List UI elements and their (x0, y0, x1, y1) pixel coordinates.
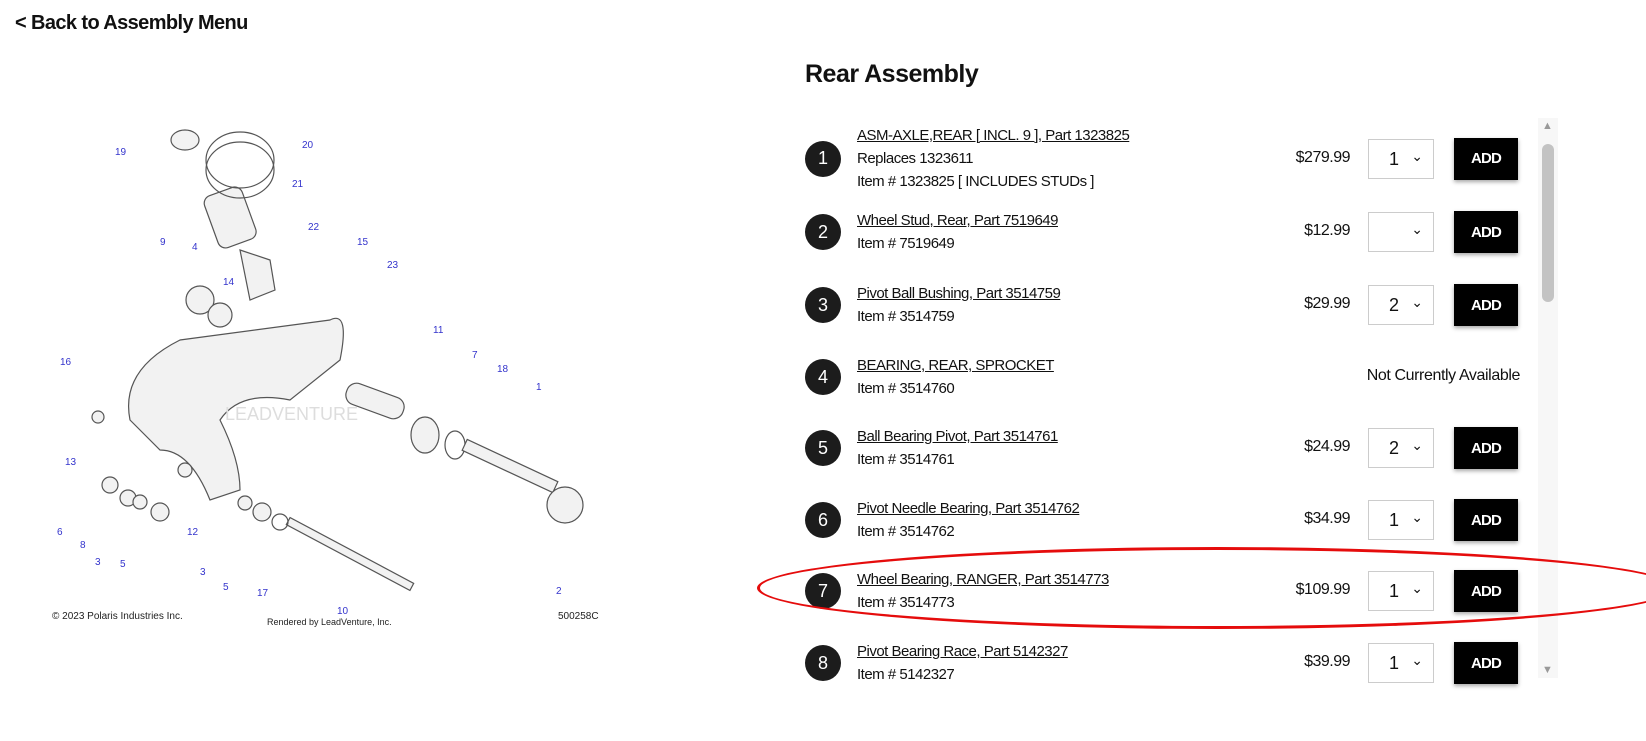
chevron-down-icon: ⌄ (1411, 437, 1423, 453)
callout-label: 8 (80, 540, 86, 551)
chevron-down-icon: ⌄ (1411, 221, 1423, 237)
quantity-value: 2 (1389, 295, 1400, 315)
quantity-select[interactable]: 1⌄ (1368, 571, 1434, 611)
part-price: $29.99 (1304, 295, 1350, 312)
item-number: Item # 1323825 [ INCLUDES STUDs ] (857, 173, 1094, 190)
callout-label: 22 (308, 222, 320, 233)
replaces-text: Replaces 1323611 (857, 150, 973, 167)
item-number: Item # 3514773 (857, 594, 955, 611)
quantity-value: 1 (1389, 510, 1400, 530)
item-number: Item # 3514761 (857, 451, 955, 468)
add-to-cart-button[interactable]: ADD (1454, 284, 1518, 326)
part-number-badge: 2 (805, 214, 841, 250)
scroll-up-icon[interactable]: ▲ (1542, 120, 1553, 132)
part-number-badge: 1 (805, 140, 841, 177)
part-price: $109.99 (1295, 581, 1351, 598)
availability-status: Not Currently Available (1366, 367, 1521, 384)
part-name-link[interactable]: BEARING, REAR, SPROCKET (857, 357, 1054, 374)
part-number-badge: 7 (805, 573, 841, 609)
part-price: $24.99 (1304, 438, 1350, 455)
add-to-cart-button[interactable]: ADD (1454, 642, 1518, 684)
part-price: $279.99 (1295, 148, 1351, 166)
add-to-cart-button[interactable]: ADD (1454, 137, 1518, 180)
quantity-select[interactable]: 1⌄ (1368, 500, 1434, 540)
quantity-value: 1 (1389, 653, 1400, 673)
item-number: Item # 3514760 (857, 380, 955, 397)
callout-label: 18 (497, 364, 509, 375)
callout-label: 6 (57, 527, 63, 538)
chevron-down-icon: ⌄ (1411, 652, 1423, 668)
callout-label: 16 (60, 357, 72, 368)
part-number-badge: 8 (805, 645, 841, 681)
add-to-cart-button[interactable]: ADD (1454, 211, 1518, 253)
scrollbar[interactable]: ▲ ▼ (1538, 118, 1558, 678)
quantity-value: 2 (1389, 438, 1400, 458)
item-number: Item # 5142327 (857, 666, 955, 683)
part-price: $39.99 (1304, 653, 1350, 670)
callout-label: 4 (192, 242, 198, 253)
callout-label: 5 (120, 559, 126, 570)
part-number-badge: 3 (805, 287, 841, 323)
chevron-down-icon: ⌄ (1411, 294, 1423, 310)
chevron-down-icon: ⌄ (1411, 509, 1423, 525)
quantity-select[interactable]: 1⌄ (1368, 138, 1434, 179)
part-name-link[interactable]: Pivot Needle Bearing, Part 3514762 (857, 500, 1080, 517)
part-name-link[interactable]: Ball Bearing Pivot, Part 3514761 (857, 428, 1058, 445)
diagram-code: 500258C (558, 611, 599, 622)
quantity-select[interactable]: ⌄ (1368, 212, 1434, 252)
callout-label: 10 (337, 606, 349, 617)
part-name-link[interactable]: Wheel Stud, Rear, Part 7519649 (857, 212, 1058, 229)
item-number: Item # 3514762 (857, 523, 955, 540)
part-price: $34.99 (1304, 510, 1350, 527)
callout-label: 20 (302, 140, 314, 151)
callout-label: 2 (556, 586, 562, 597)
part-number-badge: 4 (805, 359, 841, 395)
watermark: LEADVENTURE (225, 404, 358, 424)
rendered-by-text: Rendered by LeadVenture, Inc. (267, 617, 392, 627)
callout-label: 12 (187, 527, 199, 538)
back-to-assembly-menu-link[interactable]: < Back to Assembly Menu (15, 12, 248, 34)
swingarm-shape (128, 317, 344, 501)
callout-label: 7 (472, 350, 478, 361)
callout-label: 1 (536, 382, 542, 393)
callout-label: 5 (223, 582, 229, 593)
part-name-link[interactable]: Pivot Ball Bushing, Part 3514759 (857, 285, 1061, 302)
callout-label: 13 (65, 457, 77, 468)
part-name-link[interactable]: ASM-AXLE,REAR [ INCL. 9 ], Part 1323825 (857, 127, 1130, 144)
callout-label: 17 (257, 588, 269, 599)
scroll-down-icon[interactable]: ▼ (1542, 664, 1553, 676)
add-to-cart-button[interactable]: ADD (1454, 499, 1518, 541)
quantity-value: 1 (1389, 148, 1400, 169)
callout-label: 11 (433, 325, 444, 336)
part-number-badge: 5 (805, 430, 841, 466)
callout-label: 23 (387, 260, 399, 271)
item-number: Item # 7519649 (857, 235, 955, 252)
part-price: $12.99 (1304, 222, 1350, 239)
callout-label: 14 (223, 277, 235, 288)
callout-label: 3 (95, 557, 101, 568)
assembly-title: Rear Assembly (805, 60, 979, 88)
chevron-down-icon: ⌄ (1411, 580, 1423, 596)
quantity-select[interactable]: 2⌄ (1368, 285, 1434, 325)
scrollbar-thumb[interactable] (1542, 144, 1554, 302)
item-number: Item # 3514759 (857, 308, 955, 325)
parts-list: 1 ASM-AXLE,REAR [ INCL. 9 ], Part 132382… (805, 112, 1525, 741)
callout-label: 9 (160, 237, 166, 248)
callout-label: 21 (292, 179, 304, 190)
quantity-value: 1 (1389, 581, 1400, 601)
part-name-link[interactable]: Wheel Bearing, RANGER, Part 3514773 (857, 571, 1109, 588)
callout-label: 19 (115, 147, 127, 158)
part-number-badge: 6 (805, 502, 841, 538)
quantity-select[interactable]: 2⌄ (1368, 428, 1434, 468)
copyright-text: © 2023 Polaris Industries Inc. (52, 611, 183, 622)
callout-label: 3 (200, 567, 206, 578)
chevron-down-icon: ⌄ (1411, 147, 1423, 164)
quantity-select[interactable]: 1⌄ (1368, 643, 1434, 683)
add-to-cart-button[interactable]: ADD (1454, 570, 1518, 612)
callout-label: 15 (357, 237, 369, 248)
add-to-cart-button[interactable]: ADD (1454, 427, 1518, 469)
part-name-link[interactable]: Pivot Bearing Race, Part 5142327 (857, 643, 1068, 660)
